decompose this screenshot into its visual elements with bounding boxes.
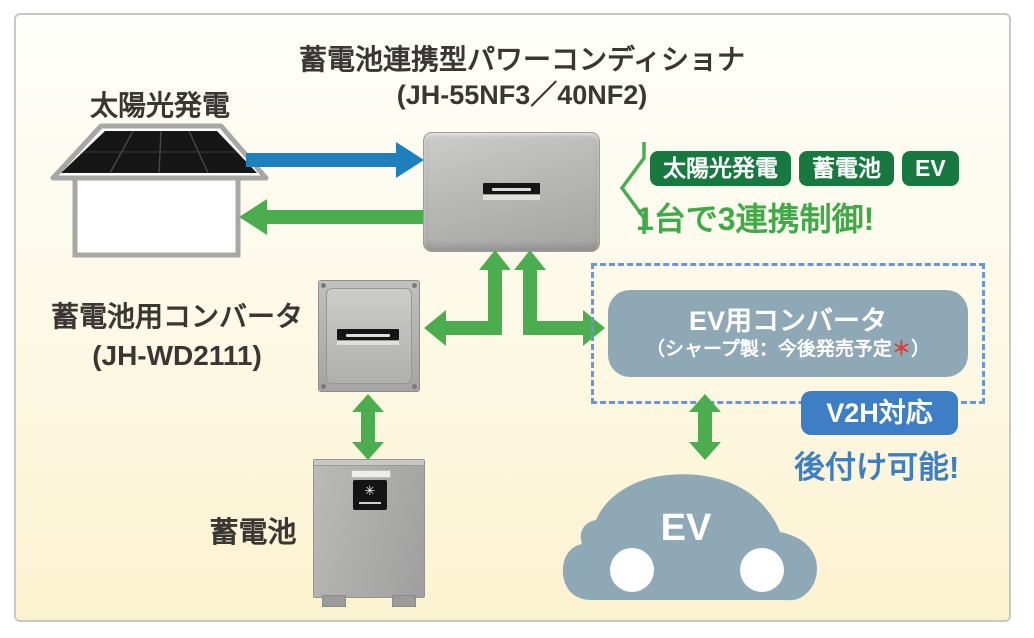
car-ev-label: EV: [661, 507, 712, 549]
arrow-conditioner-ev-converter: [514, 250, 605, 346]
battery-converter-label-line2: (JH-WD2111): [92, 340, 262, 371]
tagline-3way-control: 1台で3連携制御!: [636, 201, 875, 237]
house-solar-panel-icon: [50, 123, 269, 258]
badge-solar: 太陽光発電: [650, 151, 791, 186]
v2h-badge: V2H対応: [801, 391, 958, 435]
ev-converter-box: EV用コンバータ （シャープ製：今後発売予定＊）: [608, 290, 968, 377]
retrofit-note: 後付け可能!: [794, 450, 960, 485]
title-line2: (JH-55NF3／40NF2): [396, 80, 648, 110]
badge-ev: EV: [902, 151, 959, 186]
arrow-evconverter-car: [689, 394, 721, 460]
solar-generation-label: 太陽光発電: [89, 90, 230, 121]
feature-badges: 太陽光発電 蓄電池 EV: [650, 151, 959, 186]
arrow-solar-to-conditioner: [246, 142, 424, 178]
battery-unit-device: ✳: [313, 459, 425, 607]
battery-converter-device: [318, 280, 420, 392]
ev-converter-subtitle: （シャープ製：今後発売予定＊）: [646, 339, 930, 360]
battery-emblem: ✳: [353, 480, 387, 510]
footnote-asterisk: ＊: [891, 339, 911, 360]
battery-converter-label: 蓄電池用コンバータ (JH-WD2111): [32, 297, 322, 375]
battery-converter-label-line1: 蓄電池用コンバータ: [50, 301, 303, 332]
power-conditioner-device: [423, 132, 600, 252]
battery-label: 蓄電池: [209, 517, 297, 549]
arrow-conditioner-battery-converter: [424, 250, 510, 346]
page-title: 蓄電池連携型パワーコンディショナ (JH-55NF3／40NF2): [252, 41, 792, 112]
brand-plate: [337, 329, 399, 345]
arrow-converter-battery: [352, 394, 384, 460]
ev-converter-title: EV用コンバータ: [688, 306, 888, 336]
green-brace-icon: [619, 142, 646, 234]
ev-car-icon: EV: [562, 474, 817, 601]
badge-battery: 蓄電池: [799, 151, 894, 186]
arrow-conditioner-to-house: [239, 199, 425, 235]
brand-plate: [483, 183, 540, 200]
ev-converter-dashed-outline: [591, 263, 985, 404]
title-line1: 蓄電池連携型パワーコンディショナ: [298, 44, 746, 75]
